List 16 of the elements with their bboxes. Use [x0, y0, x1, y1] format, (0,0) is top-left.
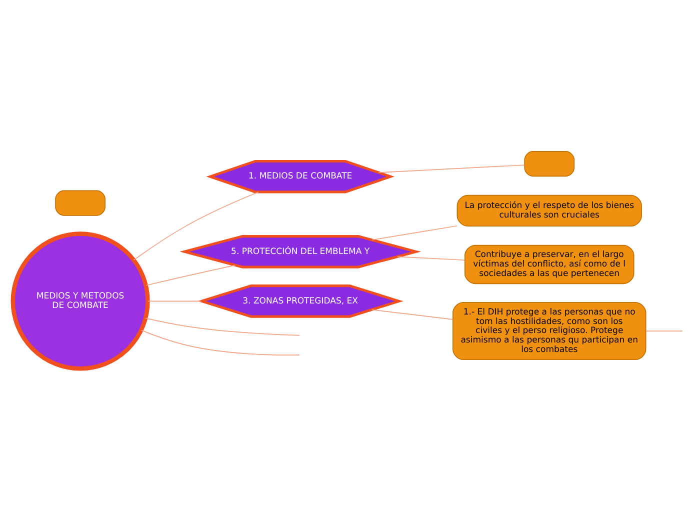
- connector: [133, 192, 259, 260]
- node-box: La protección y el respeto de los bienes culturales son cruciales: [456, 194, 642, 226]
- node-circle: MEDIOS Y METODOS DE COMBATE: [10, 232, 150, 371]
- node-box: [55, 190, 106, 216]
- node-box: 1.- El DIH protege a las personas que no tom las hostilidades, como son los civiles y el perso religioso. Protege asimismo a las personas qu participan en los combates: [452, 302, 646, 360]
- connector: [147, 300, 202, 302]
- connector: [145, 318, 300, 336]
- connector: [140, 330, 300, 356]
- node-box: [524, 150, 575, 177]
- connector: [146, 264, 236, 286]
- connector: [372, 225, 458, 240]
- connector: [397, 256, 465, 261]
- connector: [378, 164, 526, 173]
- connector: [371, 309, 454, 320]
- node-box: Contribuye a preservar, en el largo víctimas del conflicto, así como de l sociedades a las que pertenecen: [464, 244, 634, 284]
- connector: [646, 330, 683, 332]
